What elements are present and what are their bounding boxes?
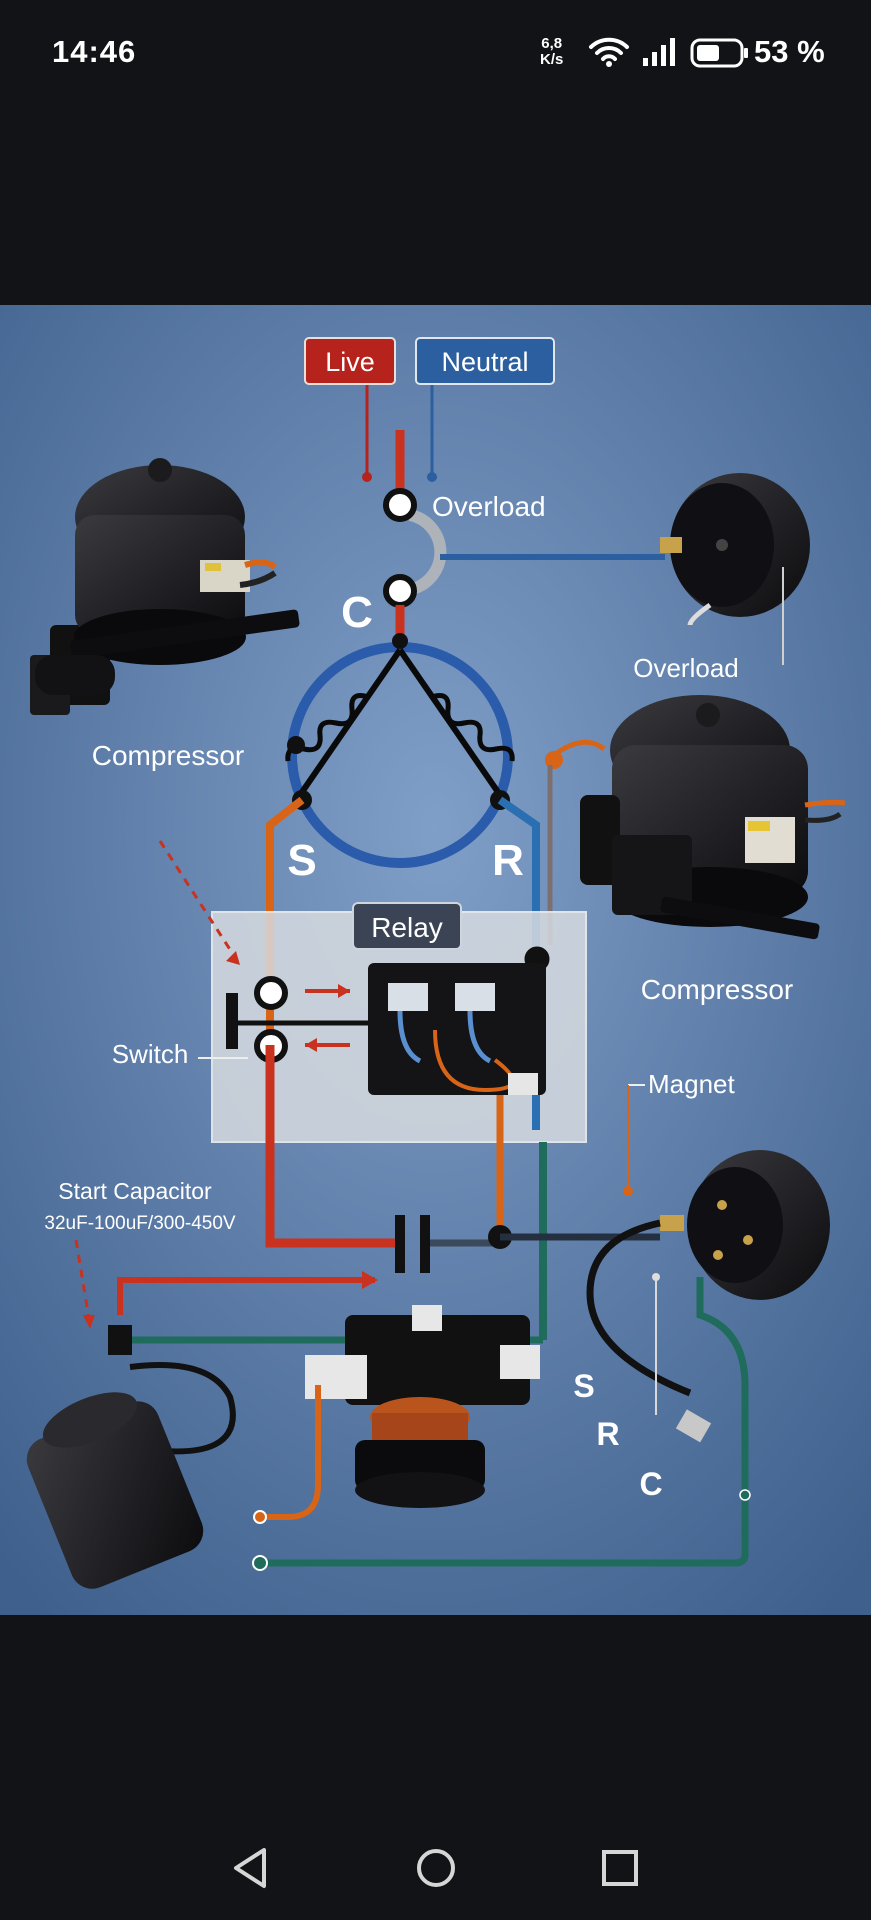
compressor-left-image — [30, 458, 300, 715]
battery-icon — [690, 38, 748, 68]
relay-box-image — [368, 963, 546, 1095]
terminal-r-label: R — [492, 836, 524, 885]
overload-arc — [408, 509, 447, 595]
switch-terminal-top — [254, 976, 288, 1010]
bottom-terminal-s-label: S — [573, 1368, 594, 1404]
compressor-right-image — [580, 695, 846, 940]
start-capacitor-label: Start Capacitor — [58, 1178, 212, 1204]
battery-percent: 53 % — [754, 34, 825, 69]
svg-text:Relay: Relay — [371, 912, 443, 943]
back-icon[interactable] — [220, 1838, 280, 1898]
live-label: Live — [304, 337, 396, 482]
wifi-icon — [589, 37, 629, 67]
overload-device-label: Overload — [633, 653, 739, 683]
network-speed-value: 6,8 — [541, 35, 563, 52]
recents-icon[interactable] — [590, 1838, 650, 1898]
start-capacitor-image — [26, 1325, 236, 1589]
ptc-relay-image — [305, 1305, 540, 1508]
svg-text:Neutral: Neutral — [441, 347, 528, 377]
overload-device-image — [660, 473, 810, 665]
green-return-wire — [260, 1277, 749, 1567]
capacitor-symbol — [395, 1215, 405, 1273]
capacitor-spec-label: 32uF-100uF/300-450V — [44, 1213, 236, 1234]
bottom-terminal-r-label: R — [596, 1416, 619, 1452]
motor-windings — [285, 648, 515, 797]
signal-icon — [643, 38, 675, 66]
pointer-arrow-relay — [158, 840, 242, 966]
terminal-c-label: C — [341, 588, 373, 637]
network-speed-unit: K/s — [540, 51, 564, 68]
network-speed: 6,8 K/s — [540, 36, 563, 68]
relay-label: Relay — [352, 902, 462, 950]
home-icon[interactable] — [406, 1838, 466, 1898]
navigation-bar — [0, 1820, 871, 1920]
magnet-label: Magnet — [648, 1069, 735, 1099]
compressor-right-label: Compressor — [641, 974, 793, 1005]
neutral-label: Neutral — [415, 337, 555, 482]
status-time: 14:46 — [52, 34, 137, 69]
magnet-motor-image — [586, 1150, 830, 1443]
bottom-terminal-c-label: C — [639, 1466, 662, 1502]
status-bar: 14:46 6,8 K/s 53 % — [0, 0, 871, 104]
overload-terminal-bottom — [383, 574, 417, 608]
compressor-left-label: Compressor — [92, 740, 244, 771]
terminal-s-label: S — [287, 836, 316, 885]
overload-terminal-label: Overload — [432, 491, 546, 522]
image-viewer[interactable]: Live Neutral Overload C — [0, 305, 871, 1615]
svg-text:Live: Live — [325, 347, 375, 377]
wiring-diagram-image: Live Neutral Overload C — [0, 305, 871, 1615]
start-line-bottom — [265, 1045, 395, 1248]
overload-terminal-top — [383, 488, 417, 522]
switch-label: Switch — [112, 1039, 189, 1069]
